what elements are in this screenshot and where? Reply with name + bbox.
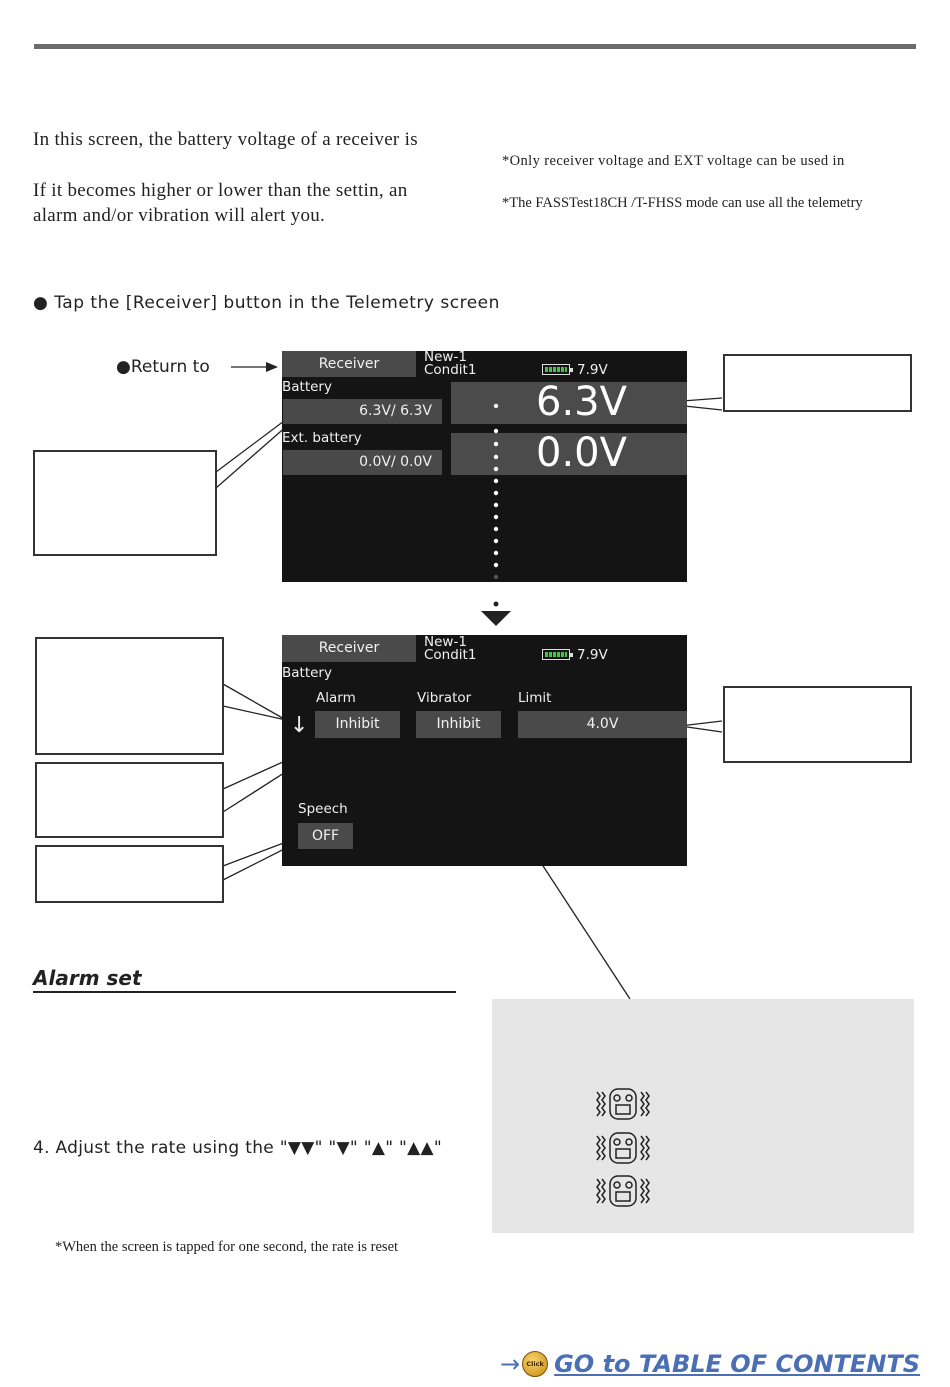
alarm-label: Alarm (316, 690, 356, 706)
instruction-text: ● Tap the [Receiver] button in the Telem… (33, 293, 500, 313)
callout-box-limit (723, 686, 912, 763)
condition-name: Condit1 (424, 362, 477, 378)
vibrate-transmitter-icon-1 (596, 1088, 650, 1120)
speech-label: Speech (298, 801, 348, 817)
return-to-label: ●Return to (116, 357, 210, 377)
battery-values: 6.3V/ 6.3V (283, 399, 442, 424)
tx-battery-icon-2 (542, 649, 573, 660)
battery-label: Battery (282, 379, 332, 395)
receiver-button-2[interactable]: Receiver (282, 635, 416, 662)
tx-voltage: 7.9V (577, 362, 608, 378)
condition-name-2: Condit1 (424, 647, 477, 663)
ext-battery-values: 0.0V/ 0.0V (283, 450, 442, 475)
step-4-text: 4. Adjust the rate using the "▼▼" "▼" "▲… (33, 1138, 443, 1158)
telemetry-receiver-screen: Receiver New-1 Condit1 7.9V Battery 6.3V… (282, 351, 687, 582)
callout-box-battery-values (33, 450, 217, 556)
vibrator-inhibit-button[interactable]: Inhibit (416, 711, 501, 738)
note-receiver-ext: *Only receiver voltage and EXT voltage c… (502, 153, 845, 169)
battery-big-value: 6.3V (536, 379, 627, 425)
ext-battery-label: Ext. battery (282, 430, 362, 446)
limit-value-button[interactable]: 4.0V (518, 711, 687, 738)
note-fasstest: *The FASSTest18CH /T-FHSS mode can use a… (502, 195, 863, 211)
alarm-set-heading: Alarm set (33, 966, 142, 990)
callout-box-direction (35, 637, 224, 755)
limit-label: Limit (518, 690, 552, 706)
speech-off-button[interactable]: OFF (298, 823, 353, 849)
vibrator-label: Vibrator (417, 690, 472, 706)
callout-box-speech (35, 845, 224, 903)
intro-line-1: In this screen, the battery voltage of a… (33, 129, 418, 150)
receiver-button[interactable]: Receiver (282, 351, 416, 377)
tx-battery-icon (542, 364, 573, 375)
callout-box-big-voltage (723, 354, 912, 412)
alarm-inhibit-button[interactable]: Inhibit (315, 711, 400, 738)
heading-underline (33, 991, 456, 993)
ext-big-value: 0.0V (536, 430, 627, 476)
top-rule (34, 44, 916, 49)
callout-box-alarm (35, 762, 224, 838)
toc-arrow-icon: → (500, 1350, 521, 1378)
reset-note: *When the screen is tapped for one secon… (55, 1239, 399, 1255)
tx-voltage-2: 7.9V (577, 647, 608, 663)
intro-line-2a: If it becomes higher or lower than the s… (33, 180, 408, 201)
battery-alarm-screen: Receiver New-1 Condit1 7.9V Battery Alar… (282, 635, 687, 866)
intro-line-2b: alarm and/or vibration will alert you. (33, 205, 326, 226)
click-badge-icon: Click (522, 1351, 549, 1377)
battery-big-display[interactable]: 6.3V (451, 379, 687, 425)
vibrate-transmitter-icon-3 (596, 1175, 650, 1207)
toc-link[interactable]: → Click GO to TABLE OF CONTENTS (500, 1348, 920, 1380)
vibration-pattern-panel (492, 999, 914, 1233)
model-name-2: New-1 (424, 635, 467, 650)
vibrate-transmitter-icon-2 (596, 1132, 650, 1164)
battery-label-2: Battery (282, 665, 332, 681)
direction-down-icon[interactable]: ↓ (290, 713, 309, 738)
toc-label: GO to TABLE OF CONTENTS (554, 1350, 921, 1378)
dotted-guide (493, 403, 499, 580)
ext-big-display[interactable]: 0.0V (451, 430, 687, 476)
model-name: New-1 (424, 351, 467, 365)
